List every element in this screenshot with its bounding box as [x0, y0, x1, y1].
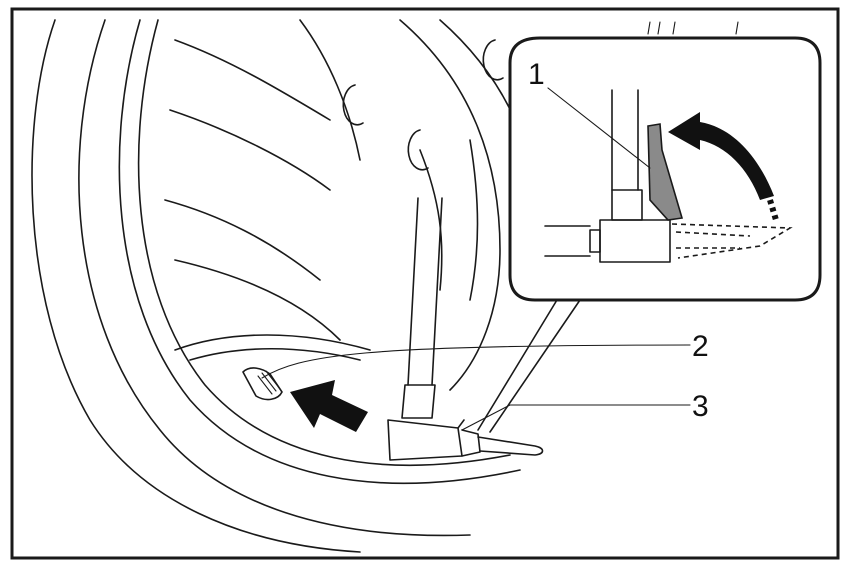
hose-connector [387, 419, 544, 461]
callout-1: 1 [528, 58, 545, 91]
lever [647, 123, 684, 221]
callout-3: 3 [692, 390, 709, 423]
air-hose [401, 197, 443, 419]
callout-3-leader [461, 404, 691, 431]
push-direction-arrow [290, 380, 368, 432]
callout-2: 2 [692, 330, 709, 363]
detail-inset [508, 36, 822, 302]
zoom-leader [477, 294, 581, 433]
callout-2-leader [261, 344, 691, 379]
lever-rotation-arrow [668, 112, 774, 200]
callout-1-leader [547, 87, 651, 169]
wheel-drawing [31, 19, 739, 553]
